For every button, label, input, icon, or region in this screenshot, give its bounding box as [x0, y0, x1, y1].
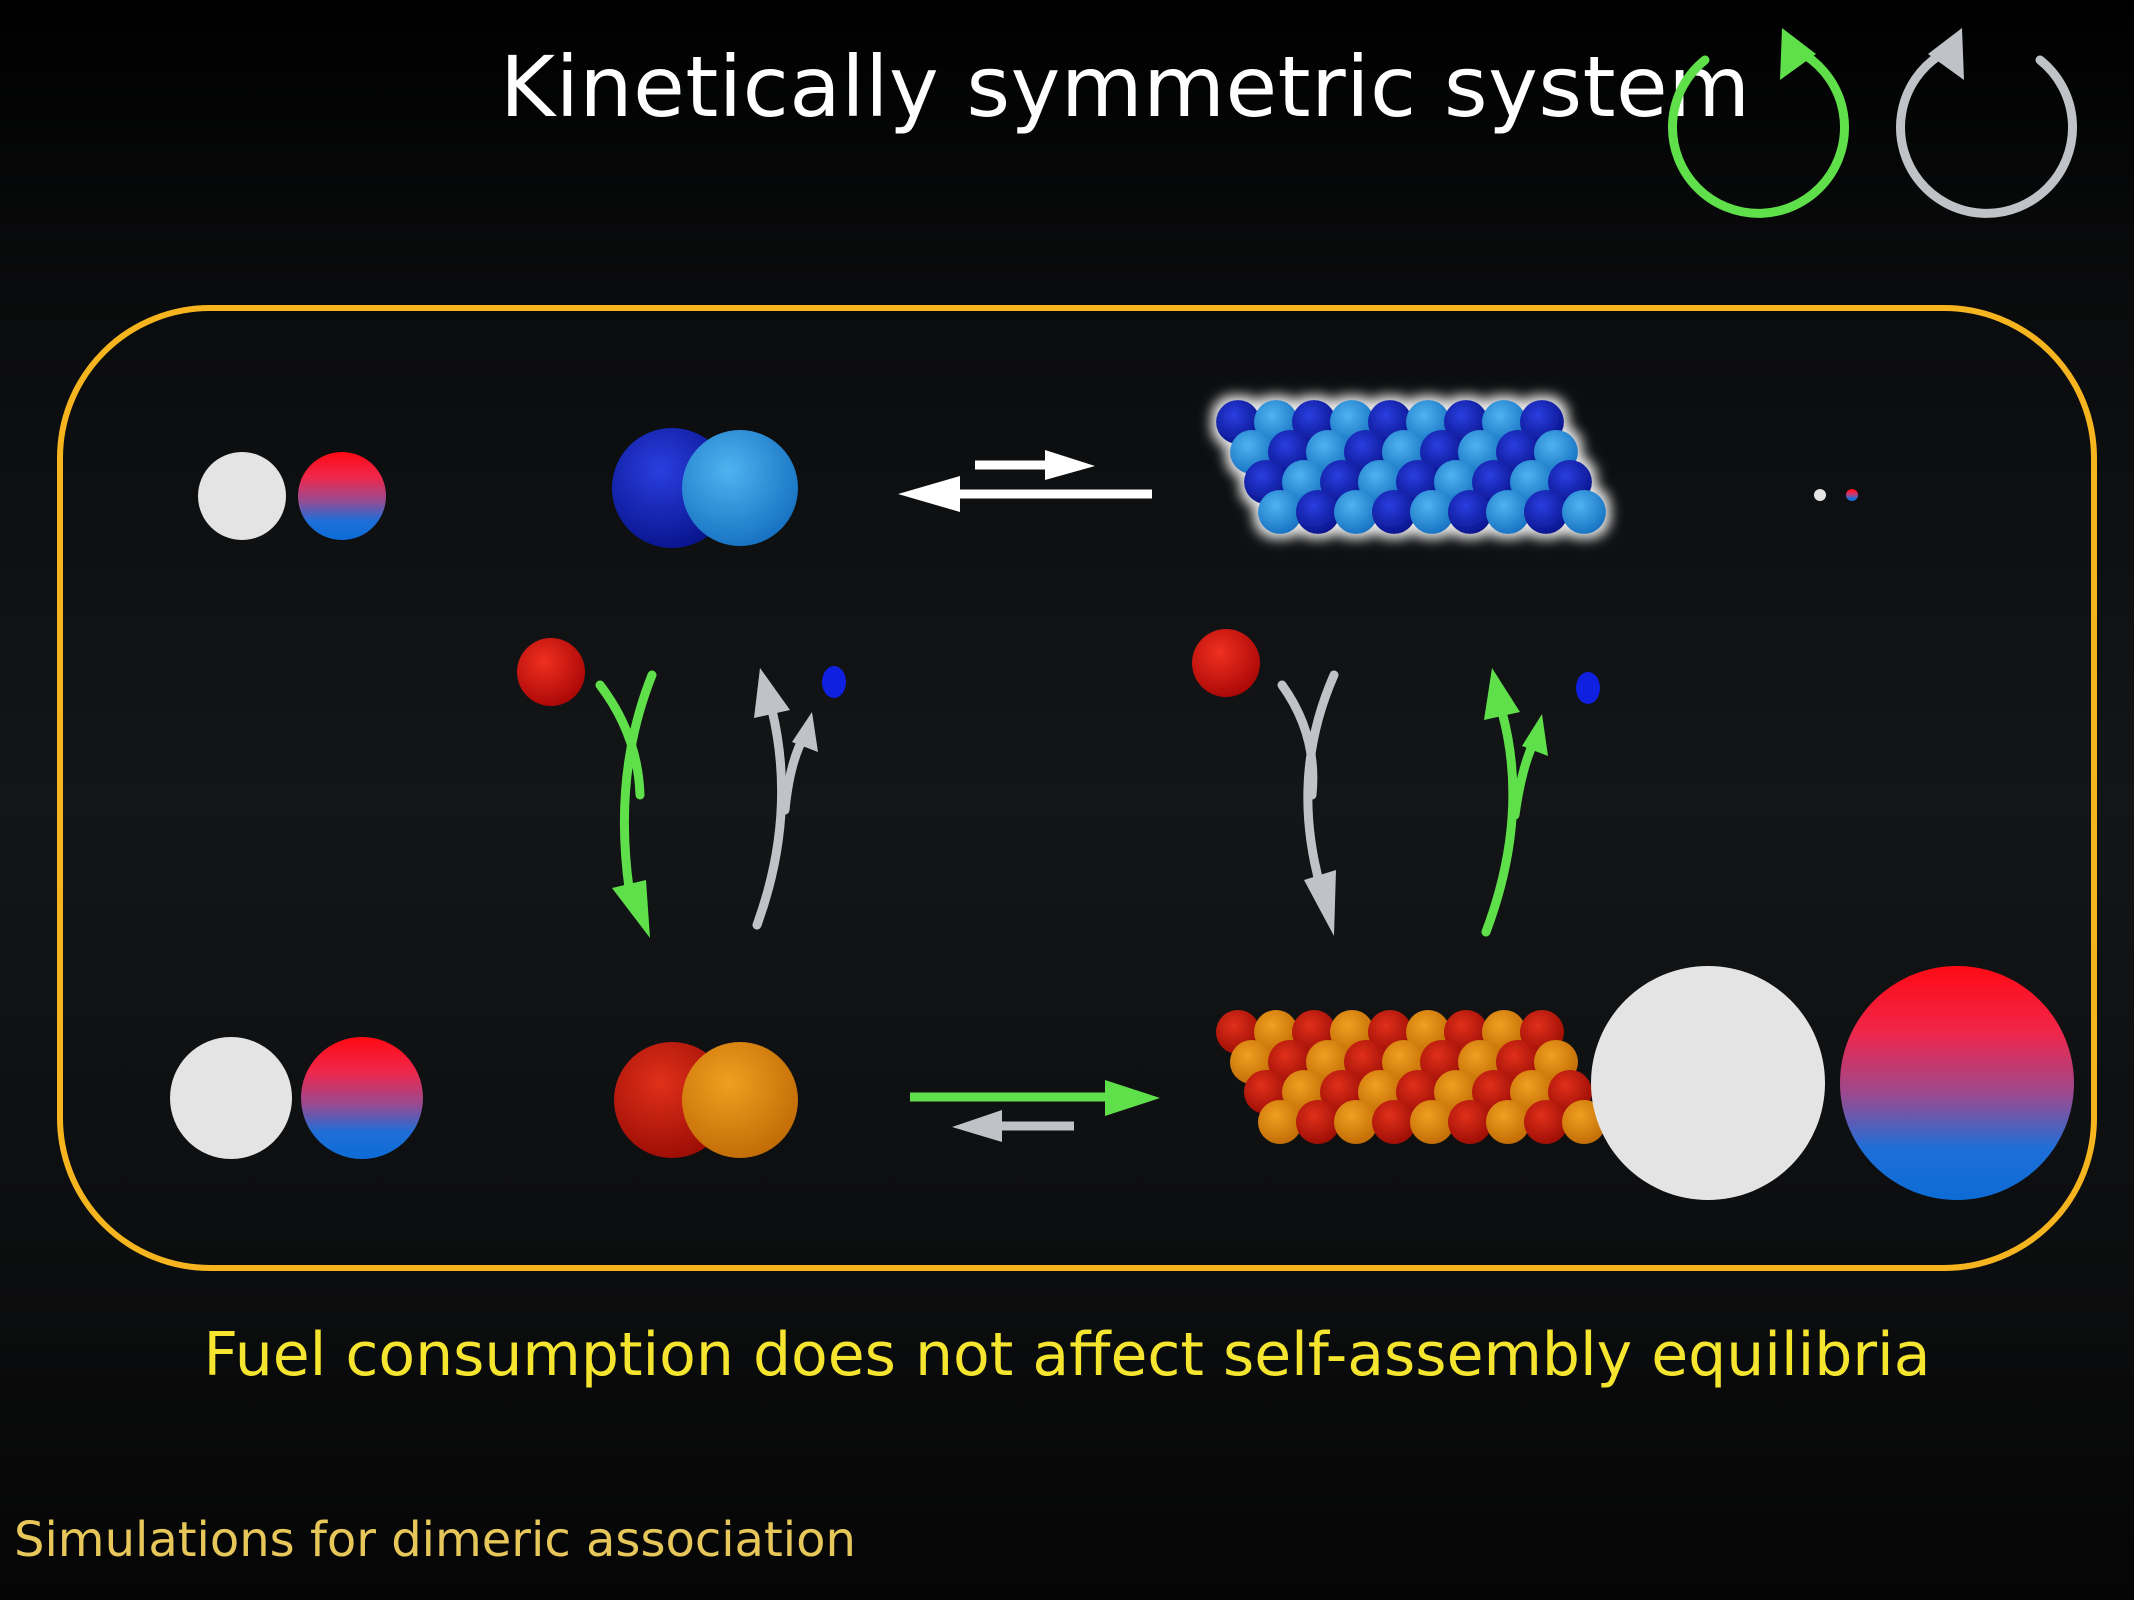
legend-pair-small-top [198, 452, 386, 540]
legend-pair-medium-bottom [170, 1037, 423, 1159]
fiber-subunit [1258, 490, 1302, 534]
fiber-subunit [1372, 490, 1416, 534]
clockwise-gray-cycle-icon [1896, 28, 2077, 218]
caption: Fuel consumption does not affect self-as… [203, 1320, 1931, 1390]
fiber-subunit [1524, 1100, 1568, 1144]
blue-dimer [612, 428, 798, 548]
fiber-subunit [1486, 1100, 1530, 1144]
fiber-subunit [1296, 490, 1340, 534]
equilibrium-arrows-top [898, 450, 1152, 512]
fiber-subunit [1410, 1100, 1454, 1144]
fiber-subunit [1372, 1100, 1416, 1144]
system-frame [57, 305, 2097, 1271]
page-title: Kinetically symmetric system [500, 38, 1751, 136]
large-mixed-sphere [1840, 966, 2074, 1200]
fiber-subunit [1258, 1100, 1302, 1144]
fiber-subunit [1296, 1100, 1340, 1144]
fuel-particle-right [1192, 629, 1260, 697]
fiber-subunit [1334, 490, 1378, 534]
fiber-subunit [1448, 490, 1492, 534]
large-gray-sphere [1591, 966, 1825, 1200]
fiber-subunit [1410, 490, 1454, 534]
fiber-subunit [1486, 490, 1530, 534]
red-orange-fiber-assembly [1216, 1010, 1606, 1144]
fuel-particle-left [517, 638, 585, 706]
waste-particle-right [1576, 672, 1600, 704]
activation-arrows-right [1277, 668, 1548, 937]
fiber-subunit [1448, 1100, 1492, 1144]
footnote: Simulations for dimeric association [14, 1512, 856, 1568]
blue-fiber-assembly [1216, 400, 1606, 534]
red-orange-dimer [614, 1042, 798, 1158]
waste-particle-left [822, 666, 846, 698]
counterclockwise-green-cycle-icon [1668, 28, 1849, 218]
fiber-subunit [1524, 490, 1568, 534]
legend-pair-tiny [1814, 489, 1858, 501]
activation-arrows-left [595, 668, 818, 938]
equilibrium-arrows-bottom [910, 1080, 1160, 1142]
fiber-subunit [1334, 1100, 1378, 1144]
fiber-subunit [1562, 490, 1606, 534]
